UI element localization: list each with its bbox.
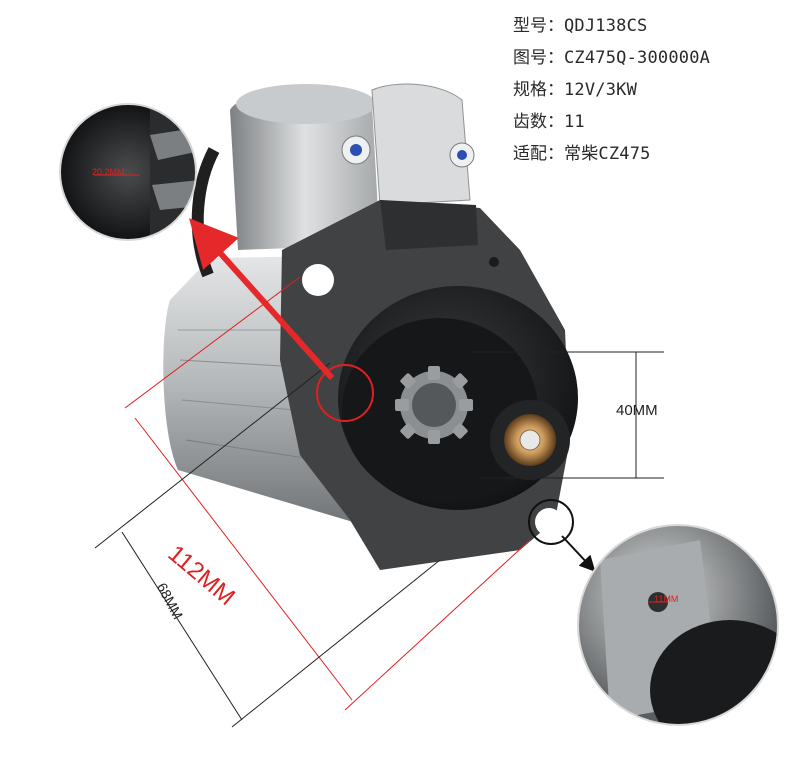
inset-detail-bottom [578,525,778,725]
solenoid [230,90,380,250]
spec-model-value: QDJ138CS [564,16,648,36]
spec-teeth-value: 11 [564,112,585,132]
spec-drawing-no: 图号： CZ475Q-300000A [513,42,783,74]
flange-hole-bottom [535,508,563,536]
pinion-gear [395,366,473,444]
callout-circle-bottom [528,499,574,545]
spec-model: 型号： QDJ138CS [513,10,783,42]
dimension-40mm-lines [470,351,664,479]
spec-list: 型号： QDJ138CS 图号： CZ475Q-300000A 规格： 12V/… [513,10,783,170]
spec-teeth-label: 齿数： [513,112,564,132]
spec-model-label: 型号： [513,16,564,36]
dimension-112mm-lines [124,276,531,711]
callout-arrow-red [189,218,335,380]
callout-circle-top [316,364,374,422]
spec-fitment-label: 适配： [513,144,564,164]
spec-fitment-value: 常柴CZ475 [564,144,651,164]
dimension-40mm-label: 40MM [616,402,658,419]
spec-rating: 规格： 12V/3KW [513,74,783,106]
spec-rating-label: 规格： [513,80,564,100]
spec-fitment: 适配： 常柴CZ475 [513,138,783,170]
inset-bottom-dimension-label: 11MM [654,594,679,604]
spec-teeth: 齿数： 11 [513,106,783,138]
inset-top-dimension-label: 20.2MM [92,167,125,177]
spec-drawing-no-label: 图号： [513,48,564,68]
spec-rating-value: 12V/3KW [564,80,638,100]
flange-hole-top [302,264,334,296]
callout-arrow-black [561,535,596,572]
dimension-68mm-lines [94,362,441,728]
spec-drawing-no-value: CZ475Q-300000A [564,48,711,68]
